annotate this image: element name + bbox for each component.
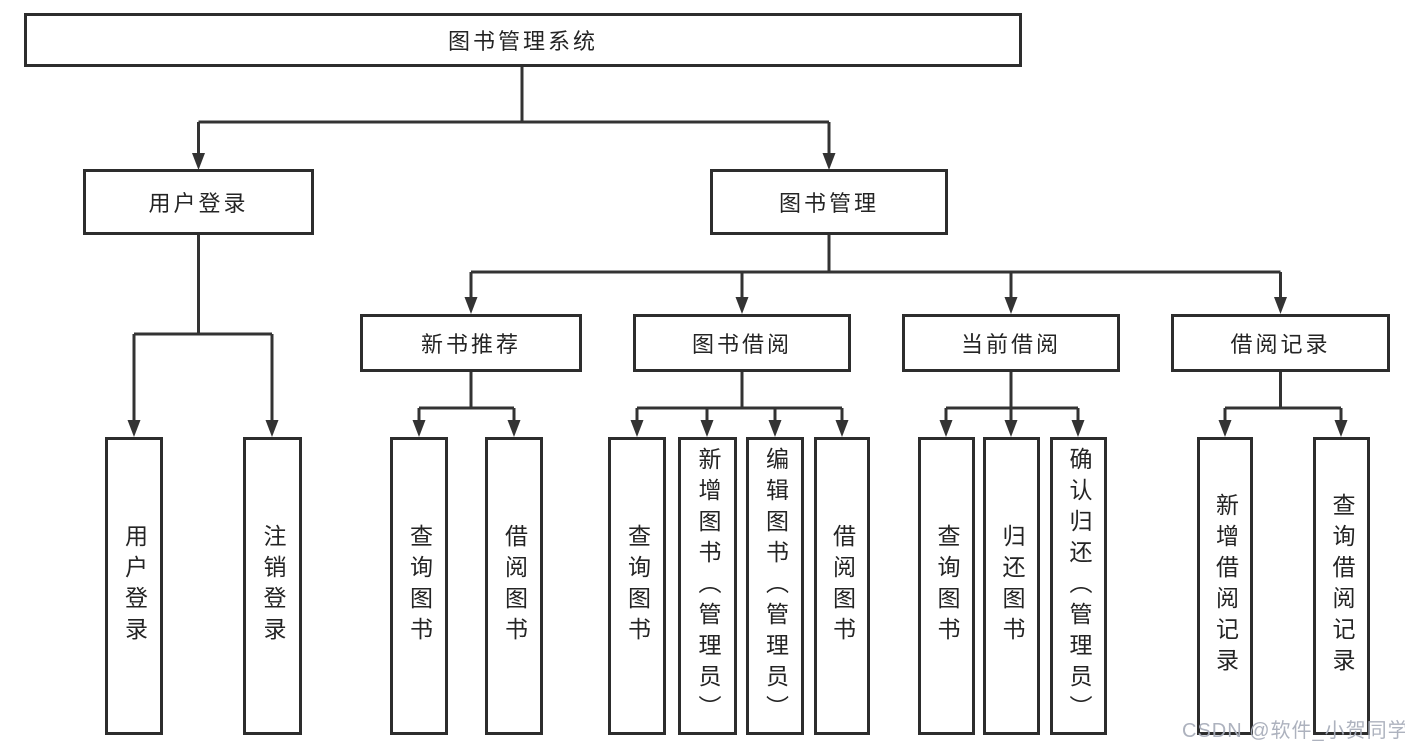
node-label: 查询图书 xyxy=(934,524,960,648)
node-label: 图书借阅 xyxy=(691,332,792,357)
leaf-query-books-3: 查询图书 xyxy=(918,437,975,735)
leaf-user-login: 用户登录 xyxy=(105,437,163,735)
leaf-query-books-1: 查询图书 xyxy=(390,437,448,735)
leaf-edit-book-admin: 编辑图书（管理员） xyxy=(746,437,804,735)
node-book-borrow: 图书借阅 xyxy=(633,314,851,372)
node-label: 查询图书 xyxy=(624,524,651,648)
node-label: 当前借阅 xyxy=(960,332,1061,357)
node-label: 用户登录 xyxy=(121,524,148,648)
leaf-add-borrow-record: 新增借阅记录 xyxy=(1197,437,1253,735)
leaf-return-book: 归还图书 xyxy=(983,437,1040,735)
node-new-book-recommend: 新书推荐 xyxy=(360,314,582,372)
node-label: 查询图书 xyxy=(406,524,433,648)
node-label: 新增图书（管理员） xyxy=(695,446,721,726)
leaf-logout: 注销登录 xyxy=(243,437,302,735)
node-label: 归还图书 xyxy=(999,524,1025,648)
node-label: 借阅记录 xyxy=(1230,332,1331,357)
node-label: 借阅图书 xyxy=(829,524,856,648)
node-label: 借阅图书 xyxy=(501,524,528,648)
node-current-borrow: 当前借阅 xyxy=(902,314,1120,372)
node-user-login: 用户登录 xyxy=(83,169,314,235)
node-borrow-records: 借阅记录 xyxy=(1171,314,1390,372)
arrowheads xyxy=(127,153,1348,437)
node-label: 图书管理 xyxy=(778,191,879,216)
node-label: 编辑图书（管理员） xyxy=(762,446,789,726)
node-label: 确认归还（管理员） xyxy=(1066,446,1092,726)
node-label: 新书推荐 xyxy=(420,332,521,357)
node-system-root: 图书管理系统 xyxy=(24,13,1022,67)
node-label: 图书管理系统 xyxy=(447,29,598,54)
leaf-query-books-2: 查询图书 xyxy=(608,437,666,735)
leaf-borrow-books-2: 借阅图书 xyxy=(814,437,870,735)
node-label: 用户登录 xyxy=(148,191,249,216)
leaf-add-book-admin: 新增图书（管理员） xyxy=(678,437,737,735)
node-book-management: 图书管理 xyxy=(710,169,948,235)
leaf-borrow-books-1: 借阅图书 xyxy=(485,437,543,735)
leaf-confirm-return-admin: 确认归还（管理员） xyxy=(1050,437,1107,735)
node-label: 新增借阅记录 xyxy=(1212,493,1239,679)
leaf-query-borrow-record: 查询借阅记录 xyxy=(1313,437,1370,735)
csdn-watermark: CSDN @软件_小贺同学 xyxy=(1182,720,1405,742)
node-label: 查询借阅记录 xyxy=(1329,493,1355,679)
node-label: 注销登录 xyxy=(260,524,286,648)
